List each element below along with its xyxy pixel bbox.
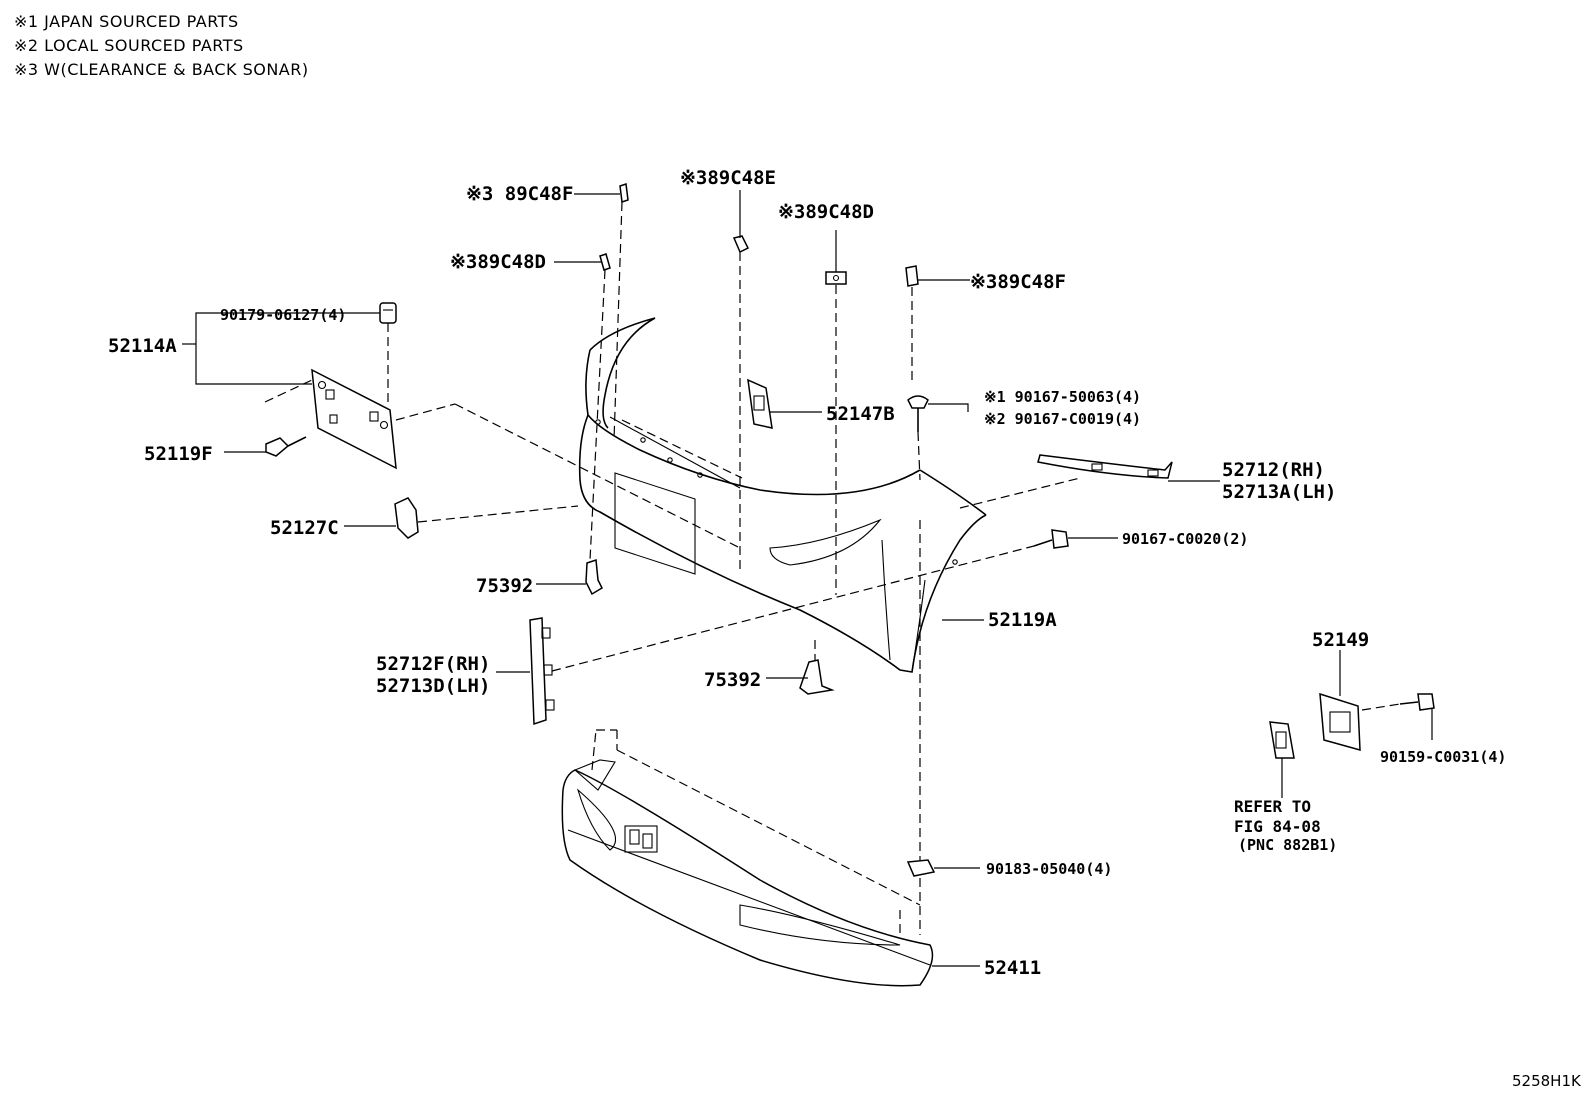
bumper-cover-52119a <box>578 317 987 673</box>
label-90159-c0031: 90159-C0031(4) <box>1380 748 1506 766</box>
label-52712-rh: 52712(RH) <box>1222 459 1325 481</box>
alignment-dashes <box>264 201 1401 935</box>
leader-lines <box>182 190 1433 967</box>
clip-89c48f-left <box>619 182 629 204</box>
clip-75392-upper <box>585 558 603 596</box>
figure-code: 5258H1K <box>1512 1072 1582 1090</box>
label-refer-to: REFER TO <box>1234 797 1311 816</box>
label-75392-upper: 75392 <box>476 575 533 597</box>
label-52411: 52411 <box>984 957 1041 979</box>
label-52713d-lh: 52713D(LH) <box>376 675 490 697</box>
nut-90183-05040 <box>906 859 936 877</box>
note-japan-sourced: ※1 JAPAN SOURCED PARTS <box>14 12 239 31</box>
clip-89c48d-left <box>599 253 611 271</box>
label-pnc-882b1: (PNC 882B1) <box>1238 836 1337 854</box>
label-90167-50063: ※1 90167-50063(4) <box>984 388 1141 406</box>
label-89c48f-right: ※389C48F <box>970 271 1066 293</box>
label-52114a: 52114A <box>108 335 177 357</box>
label-52127c: 52127C <box>270 517 339 539</box>
label-90167-c0020: 90167-C0020(2) <box>1122 530 1248 548</box>
label-52712f-rh: 52712F(RH) <box>376 653 490 675</box>
retainer-52712 <box>1037 454 1173 479</box>
label-89c48f-left: ※3 89C48F <box>466 183 573 205</box>
clip-90179-06127 <box>379 302 397 324</box>
label-52119f: 52119F <box>144 443 213 465</box>
clip-89c48f-right <box>905 265 919 287</box>
reflector-52712f <box>529 617 555 726</box>
clip-75392-lower <box>799 659 835 695</box>
clip-89c48d-center <box>825 271 847 285</box>
label-89c48e: ※389C48E <box>680 167 776 189</box>
label-52713a-lh: 52713A(LH) <box>1222 481 1336 503</box>
bolt-90167-50063 <box>907 395 929 432</box>
note-local-sourced: ※2 LOCAL SOURCED PARTS <box>14 36 244 55</box>
bolt-90167-c0020 <box>1033 529 1069 549</box>
label-52149: 52149 <box>1312 629 1369 651</box>
label-52119a: 52119A <box>988 609 1057 631</box>
note-clearance-sonar: ※3 W(CLEARANCE & BACK SONAR) <box>14 60 309 79</box>
screw-52119f <box>265 436 307 457</box>
label-75392-lower: 75392 <box>704 669 761 691</box>
label-89c48d-left: ※389C48D <box>450 251 546 273</box>
clip-89c48e <box>732 235 750 254</box>
cover-52127c <box>394 497 419 539</box>
sonar-sensor-882b1 <box>1269 721 1295 759</box>
label-90179-06127: 90179-06127(4) <box>220 306 346 324</box>
label-89c48d-center: ※389C48D <box>778 201 874 223</box>
screw-90159-c0031 <box>1399 693 1435 711</box>
label-52147b: 52147B <box>826 403 895 425</box>
label-90183-05040: 90183-05040(4) <box>986 860 1112 878</box>
retainer-52147b <box>747 378 773 429</box>
lower-grille-52411 <box>561 759 934 987</box>
sensor-bracket-52149 <box>1319 692 1361 751</box>
label-90167-c0019: ※2 90167-C0019(4) <box>984 410 1141 428</box>
license-bracket-52114a <box>311 368 397 470</box>
label-fig-84-08: FIG 84-08 <box>1234 817 1321 836</box>
